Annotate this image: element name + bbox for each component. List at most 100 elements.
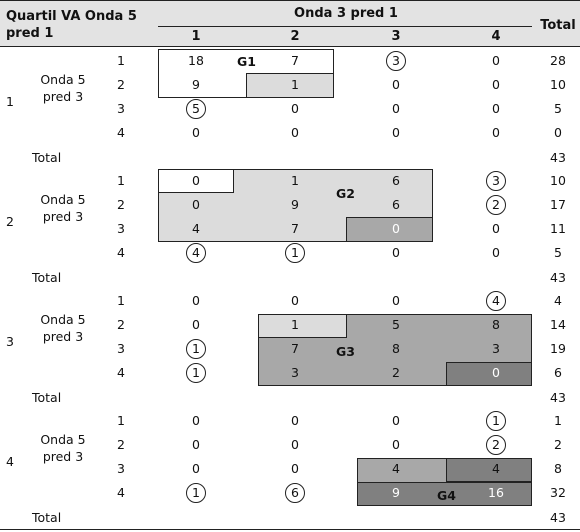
table-cell: 7 [291, 53, 299, 68]
quartile-label: 4 [6, 454, 14, 469]
row-sub-label: 1 [117, 413, 125, 428]
row-sub-label: 4 [117, 485, 125, 500]
table-cell: 0 [492, 101, 500, 116]
quartile-label: 3 [6, 334, 14, 349]
row-sub-label: 3 [117, 101, 125, 116]
table-cell: 4 [392, 461, 400, 476]
table-cell: 0 [192, 293, 200, 308]
row-total: 1 [554, 413, 562, 428]
table-cell: 7 [291, 221, 299, 236]
table-cell: 0 [192, 317, 200, 332]
table-cell: 0 [192, 437, 200, 452]
table-cell: 18 [188, 53, 204, 68]
g4-dark-cell [446, 458, 532, 482]
table-cell: 0 [291, 101, 299, 116]
table-cell: 0 [291, 437, 299, 452]
table-cell: 9 [291, 197, 299, 212]
table-cell: 4 [492, 461, 500, 476]
circled-marker [186, 363, 206, 383]
table-cell: 0 [392, 221, 400, 236]
row-sub-label: 4 [117, 125, 125, 140]
table-cell: 0 [492, 53, 500, 68]
table-cell: 8 [392, 341, 400, 356]
table-cell: 0 [392, 101, 400, 116]
row-total: 10 [550, 173, 566, 188]
circled-marker [486, 411, 506, 431]
circled-marker [486, 171, 506, 191]
row-sub-label: 1 [117, 293, 125, 308]
table-cell: 0 [392, 437, 400, 452]
table-cell: 0 [291, 413, 299, 428]
row-sub-label: 2 [117, 317, 125, 332]
circled-marker [285, 483, 305, 503]
row-variable-label: Onda 5 pred 3 [40, 192, 86, 224]
cluster-label-g3: G3 [336, 344, 355, 359]
circled-marker [486, 195, 506, 215]
table-cell: 7 [291, 341, 299, 356]
table-cell: 3 [291, 365, 299, 380]
table-cell: 0 [492, 365, 500, 380]
row-sub-label: 2 [117, 197, 125, 212]
total-row-label: Total [32, 150, 62, 165]
cluster-label-g4: G4 [437, 488, 456, 503]
table-cell: 0 [492, 125, 500, 140]
group-total: 43 [550, 150, 566, 165]
row-sub-label: 1 [117, 173, 125, 188]
column-group-title: Onda 3 pred 1 [294, 6, 398, 21]
table-cell: 0 [192, 413, 200, 428]
table-cell: 0 [392, 245, 400, 260]
column-header-1: 1 [191, 29, 201, 44]
row-total: 5 [554, 245, 562, 260]
row-sub-label: 2 [117, 77, 125, 92]
g1-shaded-cell [246, 73, 334, 98]
row-total: 6 [554, 365, 562, 380]
table-cell: 0 [291, 461, 299, 476]
table-cell: 0 [192, 461, 200, 476]
row-total: 11 [550, 221, 566, 236]
row-total: 14 [550, 317, 566, 332]
row-total: 4 [554, 293, 562, 308]
row-total: 10 [550, 77, 566, 92]
group-total: 43 [550, 270, 566, 285]
table-cell: 0 [192, 173, 200, 188]
g2-dark-cell [346, 217, 433, 242]
row-variable-label: Onda 5 pred 3 [40, 312, 86, 344]
cluster-label-g2: G2 [336, 186, 355, 201]
g4-dark-row [357, 482, 532, 506]
bottom-rule [0, 529, 580, 530]
row-sub-label: 3 [117, 221, 125, 236]
table-cell: 8 [492, 317, 500, 332]
row-sub-label: 3 [117, 461, 125, 476]
table-cell: 9 [192, 77, 200, 92]
column-group-rule [158, 26, 532, 27]
quartile-label: 2 [6, 214, 14, 229]
header-rule [0, 46, 580, 47]
row-total: 28 [550, 53, 566, 68]
circled-marker [186, 243, 206, 263]
circled-marker [386, 51, 406, 71]
circled-marker [186, 483, 206, 503]
table-cell: 0 [392, 125, 400, 140]
circled-marker [486, 291, 506, 311]
g3-light-cell [258, 314, 347, 338]
column-header-2: 2 [290, 29, 300, 44]
row-total: 2 [554, 437, 562, 452]
g2-blank-cell [158, 169, 234, 193]
table-cell: 2 [392, 365, 400, 380]
table-cell: 0 [492, 77, 500, 92]
circled-marker [486, 435, 506, 455]
table-cell: 6 [392, 197, 400, 212]
table-cell: 0 [192, 125, 200, 140]
table-cell: 0 [392, 77, 400, 92]
circled-marker [186, 99, 206, 119]
row-variable-label: Onda 5 pred 3 [40, 432, 86, 464]
row-sub-label: 4 [117, 365, 125, 380]
table-cell: 1 [291, 77, 299, 92]
row-total: 0 [554, 125, 562, 140]
row-total: 5 [554, 101, 562, 116]
total-row-label: Total [32, 510, 62, 525]
table-cell: 0 [291, 293, 299, 308]
table-cell: 0 [492, 221, 500, 236]
row-total: 19 [550, 341, 566, 356]
corner-title: Quartil VA Onda 5 pred 1 [6, 9, 137, 41]
